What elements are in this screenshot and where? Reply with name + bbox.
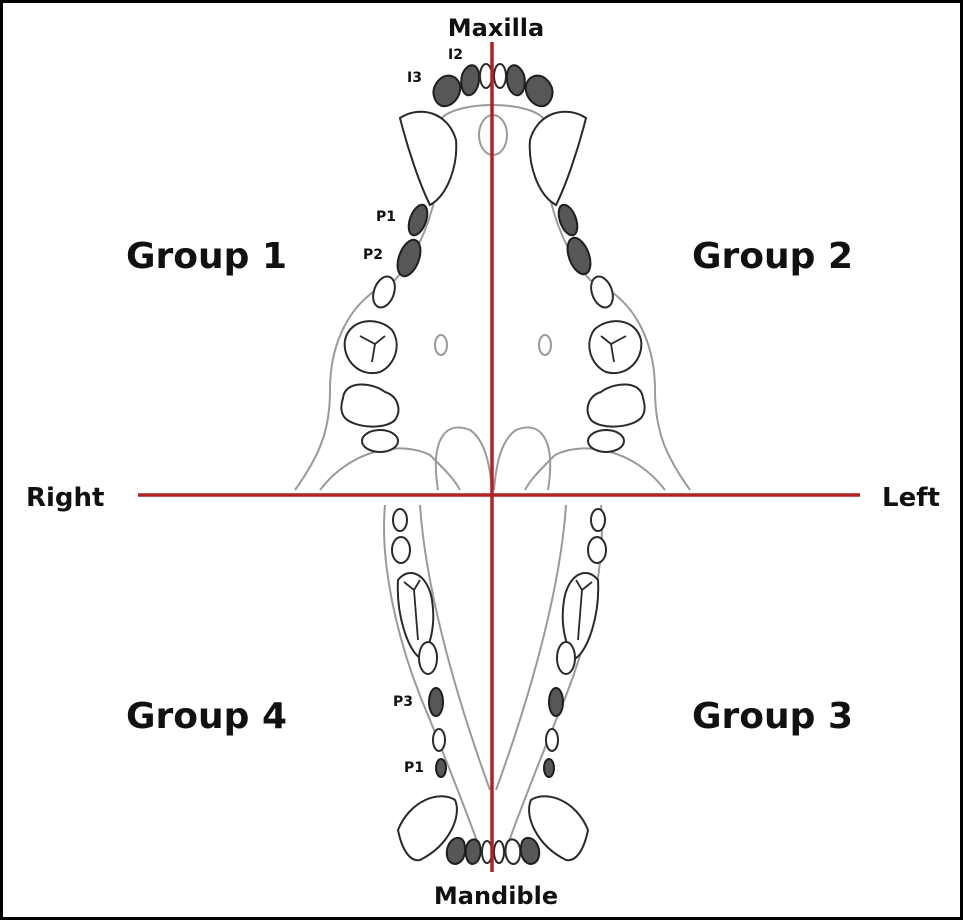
mandible-right-I3-tooth — [447, 838, 465, 864]
mandible-left-I3-tooth — [521, 838, 539, 864]
mandible-left-I2-tooth — [505, 839, 520, 864]
maxilla-left-I1-tooth — [494, 64, 506, 88]
group-1-label: Group 1 — [126, 236, 287, 277]
tooth-label-P1-mandible: P1 — [404, 760, 424, 776]
mandible-right-M2-tooth — [392, 537, 410, 563]
maxilla-right-P4-tooth — [345, 321, 397, 373]
mandible-left-M2-tooth — [588, 537, 606, 563]
tooth-label-P1-maxilla: P1 — [376, 209, 396, 225]
group-4-label: Group 4 — [126, 696, 287, 737]
tooth-label-P2-maxilla: P2 — [363, 247, 383, 263]
maxilla-label: Maxilla — [448, 14, 544, 42]
tooth-label-I3: I3 — [407, 70, 422, 86]
maxilla-left-P4-tooth — [589, 321, 641, 373]
mandible-label: Mandible — [434, 882, 558, 910]
mandible-left-P1-tooth — [544, 759, 554, 777]
mandible-right-P3-tooth — [429, 688, 443, 716]
tooth-label-I2: I2 — [448, 47, 463, 63]
mandible-left-M3-tooth — [591, 509, 605, 531]
maxilla-left-I2-tooth — [507, 65, 525, 95]
mandible-right-P4-tooth — [419, 642, 437, 674]
group-3-label: Group 3 — [692, 696, 853, 737]
maxilla-right-I1-tooth — [480, 64, 492, 88]
mandible-left-P3-tooth — [549, 688, 563, 716]
mandible-right-P2-tooth — [433, 729, 445, 751]
mandible-right-M3-tooth — [393, 509, 407, 531]
maxilla-left-M2-tooth — [588, 430, 624, 452]
maxilla-right-I2-tooth — [461, 65, 479, 95]
maxilla-right-M2-tooth — [362, 430, 398, 452]
mandible-left-P4-tooth — [557, 642, 575, 674]
right-side-label: Right — [26, 483, 104, 513]
mandible-right-P1-tooth — [436, 759, 446, 777]
tooth-label-P3-mandible: P3 — [393, 694, 413, 710]
left-side-label: Left — [882, 483, 940, 513]
mandible-left-P2-tooth — [546, 729, 558, 751]
mandible-right-I2-tooth — [466, 839, 481, 864]
mandible-left-I1-tooth — [494, 841, 504, 863]
group-2-label: Group 2 — [692, 236, 853, 277]
